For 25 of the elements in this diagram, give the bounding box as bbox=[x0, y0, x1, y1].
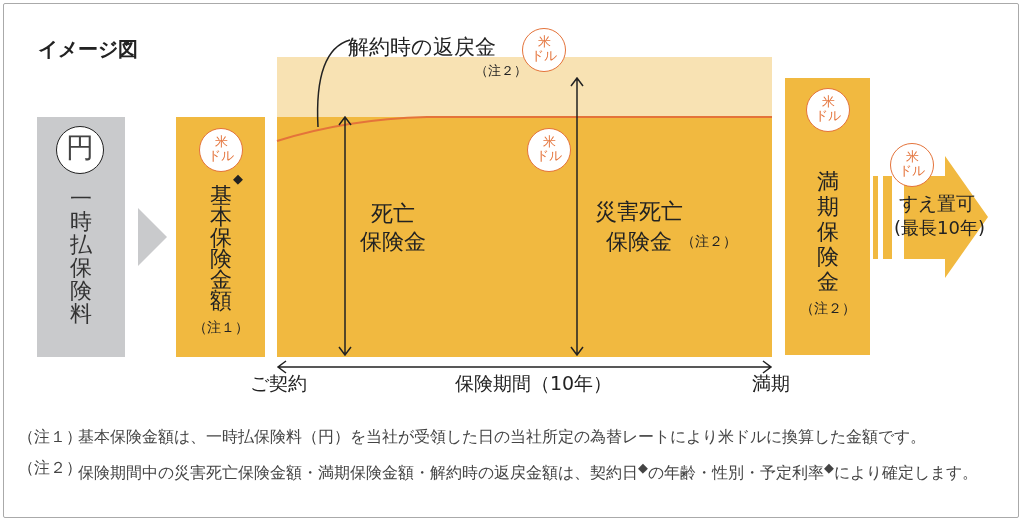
vertical-label: 基本保険金額 bbox=[208, 185, 233, 311]
currency-badge: 米ドル bbox=[527, 128, 571, 172]
note-mark: （注２） bbox=[681, 233, 737, 251]
benefit-label: 死亡保険金 bbox=[360, 200, 426, 256]
diagram-title: イメージ図 bbox=[38, 36, 138, 63]
axis-label: 満期 bbox=[752, 372, 790, 394]
vertical-label: 一時払保険料 bbox=[69, 187, 93, 325]
vertical-label: 満期保険金 bbox=[815, 169, 840, 294]
amount-box bbox=[785, 78, 870, 355]
currency-badge: 米ドル bbox=[522, 28, 566, 72]
diamond-mark: ◆ bbox=[233, 172, 243, 185]
leader-line bbox=[316, 39, 351, 128]
chevron-arrow bbox=[138, 208, 167, 266]
payment-box bbox=[37, 117, 125, 357]
axis-label: ご契約 bbox=[250, 372, 307, 394]
benefit-label: 災害死亡保険金 bbox=[594, 198, 684, 256]
currency-badge: 米ドル bbox=[199, 128, 243, 172]
note-mark: （注１） bbox=[191, 319, 250, 337]
axis-label: 保険期間（10年） bbox=[455, 372, 613, 394]
currency-badge: 米ドル bbox=[890, 143, 934, 187]
amount-box bbox=[176, 117, 265, 357]
currency-circle: 円 bbox=[56, 126, 104, 174]
currency-badge: 米ドル bbox=[806, 88, 850, 132]
callout-label: 解約時の返戻金 bbox=[348, 32, 520, 62]
note-mark: （注２） bbox=[798, 300, 857, 318]
